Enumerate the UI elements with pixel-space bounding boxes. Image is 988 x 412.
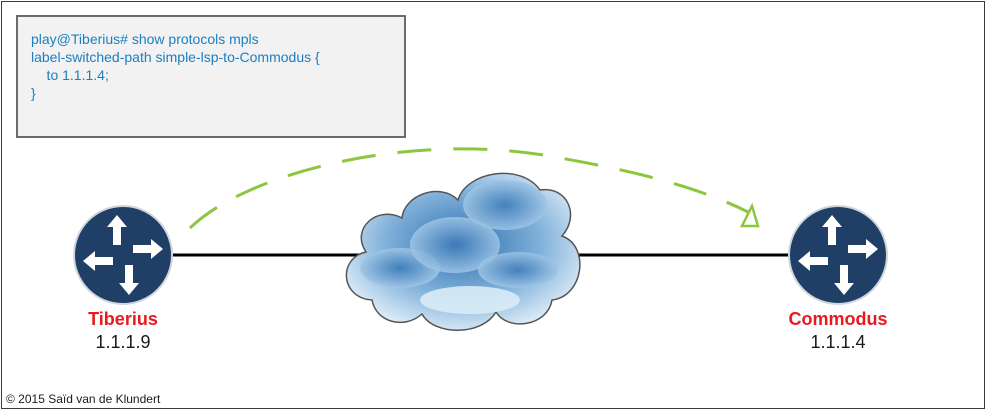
router-icon-tiberius bbox=[73, 205, 173, 305]
node-name-tiberius: Tiberius bbox=[88, 309, 158, 329]
router-icon-commodus bbox=[788, 205, 888, 305]
cli-line-command: play@Tiberius# show protocols mpls bbox=[31, 31, 259, 47]
cli-line-lsp: label-switched-path simple-lsp-to-Commod… bbox=[31, 49, 320, 65]
cloud-icon bbox=[345, 172, 581, 331]
lsp-dashed-arc bbox=[188, 147, 749, 230]
node-name-commodus: Commodus bbox=[788, 309, 888, 329]
lsp-arrowhead bbox=[739, 202, 760, 228]
node-ip-commodus: 1.1.1.4 bbox=[810, 332, 866, 352]
cli-line-close: } bbox=[31, 85, 36, 101]
cli-output-box: play@Tiberius# show protocols mpls label… bbox=[16, 15, 406, 138]
copyright-text: © 2015 Saïd van de Klundert bbox=[6, 392, 161, 406]
node-ip-tiberius: 1.1.1.9 bbox=[95, 332, 151, 352]
cli-line-to: to 1.1.1.4; bbox=[31, 67, 109, 83]
